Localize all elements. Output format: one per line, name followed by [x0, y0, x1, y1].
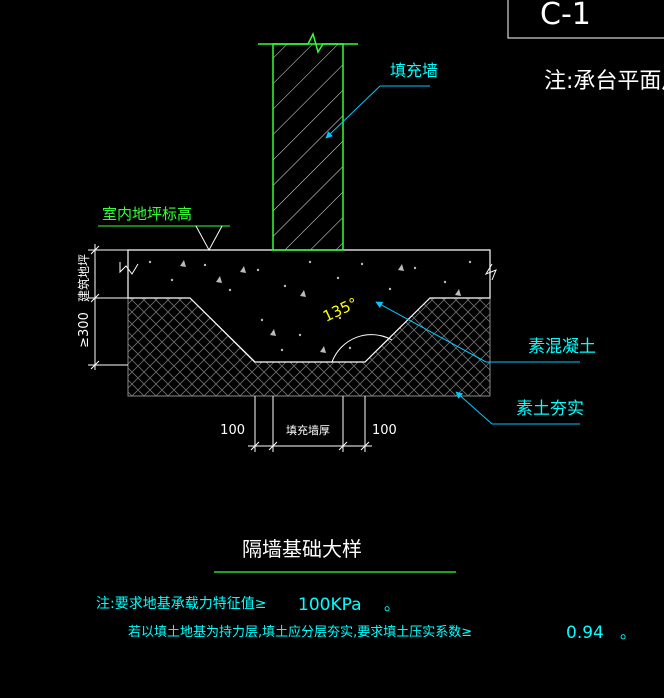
- note-line1-value: 100KPa: [298, 595, 362, 615]
- offset-right-dim: 100: [372, 423, 397, 438]
- infill-wall-label: 填充墙: [390, 61, 438, 80]
- plain-concrete-slab: [127, 249, 491, 363]
- compacted-soil-label: 素土夯实: [516, 399, 584, 419]
- concrete-aggregate: [148, 260, 472, 353]
- note-line1-end: 。: [384, 595, 400, 614]
- top-note: 注:承台平面尺: [544, 69, 664, 94]
- design-notes: 注:要求地基承载力特征值≥ 100KPa 。 若以填土地基为持力层,填土应分层夯…: [96, 595, 636, 643]
- offset-left-dim: 100: [220, 423, 245, 438]
- note-line1-text: 注:要求地基承载力特征值≥: [96, 595, 266, 612]
- break-marks: [119, 262, 497, 281]
- left-dimension-lines: [88, 244, 128, 370]
- wall-thickness-dim: 填充墙厚: [286, 423, 330, 437]
- note-line2-value: 0.94: [566, 623, 604, 643]
- drawing-title: 隔墙基础大样: [242, 537, 362, 561]
- note-line2-text: 若以填土地基为持力层,填土应分层夯实,要求填土压实系数≥: [128, 624, 472, 640]
- title-block-text: C-1: [540, 0, 591, 32]
- infill-wall: [258, 31, 358, 251]
- floor-structure-label: 建筑地坪: [76, 254, 91, 302]
- leader-lines: [325, 85, 580, 425]
- note-line2-end: 。: [620, 623, 636, 642]
- floor-level-marker: 室内地坪标高: [98, 205, 230, 252]
- bottom-dimension-lines: [248, 396, 372, 452]
- title-block: C-1: [507, 0, 664, 39]
- depth-dimension: ≥300: [77, 312, 92, 348]
- compacted-soil-layer: [127, 298, 491, 397]
- floor-level-label: 室内地坪标高: [102, 205, 192, 223]
- plain-concrete-label: 素混凝土: [528, 337, 596, 357]
